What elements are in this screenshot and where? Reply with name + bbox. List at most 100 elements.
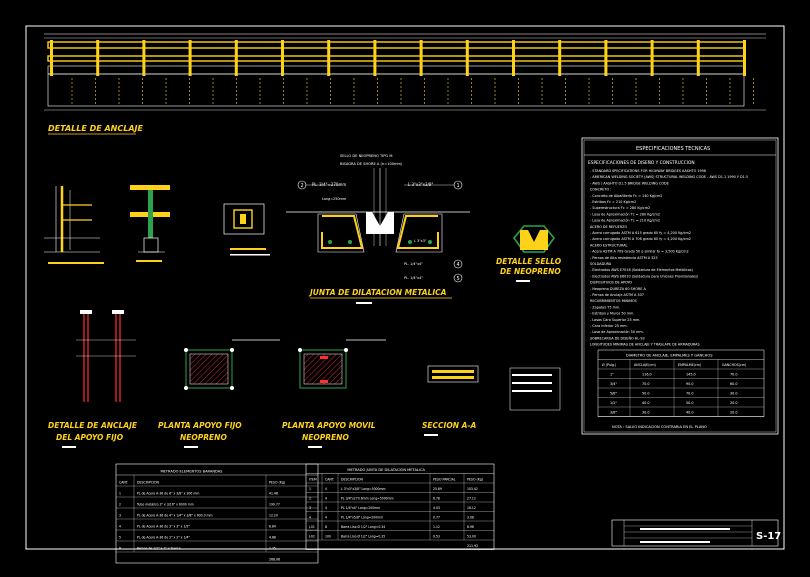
marker-4: 4 — [457, 262, 460, 268]
spec-line: LONGITUDES MINIMAS DE ANCLAJE Y TRASLAPE… — [590, 343, 700, 347]
spec-table-cell: 5/8" — [610, 392, 617, 396]
metrado2-cell: Barra Liso Ø 1/2" Long=0.34 — [341, 524, 385, 529]
metrado1-cell: 3 — [119, 514, 121, 518]
specs-header: ESPECIFICACIONES TECNICAS — [636, 146, 710, 152]
metrado1-cell: PL de Acero A-36 de 4" x 1/4" x 3/8" x 6… — [137, 514, 213, 518]
spec-table-cell: 40.0 — [642, 401, 650, 405]
sheet-number: S-17 — [756, 531, 781, 542]
spec-line: - Concreto de Albañilería f'c = 140 Kg/c… — [590, 194, 662, 198]
metrado2-header: DESCRIPCION — [341, 478, 363, 482]
railing-post — [96, 40, 100, 76]
spec-line: - Acero ASTM A 709 Grado 50 o similar fy… — [590, 250, 689, 254]
spec-line: - Cara Inferior 25 mm. — [590, 324, 628, 328]
railing-post — [281, 40, 284, 76]
metrado2-cell: 3.08 — [467, 516, 474, 520]
metrado1-cell: 1.25 — [269, 547, 276, 551]
metrado2-cell: 53.00 — [467, 535, 476, 539]
railing-post — [696, 40, 700, 76]
spec-line: ACERO ESTRUCTURAL — [590, 243, 628, 247]
spec-line: DISPOSITIVOS DE APOYO — [590, 281, 632, 285]
metrado1-cell: 1 — [119, 492, 121, 496]
metrado2-cell: 103.42 — [467, 487, 478, 491]
metrado1-cell: 41.48 — [269, 492, 278, 496]
spec-table-cell: 1" — [610, 373, 614, 377]
railing-post — [373, 40, 377, 76]
spec-line: - Estribos y Muros 50 mm. — [590, 312, 634, 316]
mobile-bearing-plan — [298, 339, 386, 389]
marker-2: 2 — [301, 183, 304, 189]
specs-note: NOTA : SALVO INDICACION CONTRARIA EN EL … — [612, 425, 707, 429]
spec-table-cell: 20.0 — [730, 401, 738, 405]
spec-line: CONCRETO : — [590, 188, 611, 192]
spec-table-cell: 70.0 — [642, 382, 650, 386]
spec-table-cell: 145.0 — [686, 373, 696, 377]
metrado2-cell: 4 — [325, 487, 327, 491]
metrado1-total: 268.06 — [269, 558, 280, 562]
spec-table-cell: 20.0 — [730, 411, 738, 415]
metrado2-cell: PL 1/4"x4" Long=200mm — [341, 506, 380, 510]
title-planta-fijo-2: NEOPRENO — [180, 433, 227, 442]
metrado2-cell: 27.12 — [467, 497, 476, 501]
junta-bisagra-label: BISAGRA DE SHORE A (h=100mm) — [340, 162, 403, 166]
title-seccion: SECCION A-A — [422, 421, 477, 430]
junta-ang2-label: L 3"x3" — [414, 239, 427, 243]
railing-post — [50, 40, 53, 76]
metrado2-cell: 4 — [325, 506, 327, 510]
railing-post — [604, 40, 608, 76]
spec-table-cell: 50.0 — [642, 392, 650, 396]
spec-line: - STANDARD SPECIFICATIONS FOR HIGHWAY BR… — [590, 169, 706, 173]
spec-line: - Neopreno DUREZA 60 SHORE A — [590, 287, 647, 291]
metrado-junta-table: METRADO JUNTA DE DILATACION METALICAITEM… — [305, 463, 495, 550]
metrado-barandas-table: METRADO ELEMENTOS BARANDASCANT.DESCRIPCI… — [115, 463, 319, 564]
metrado2-title: METRADO JUNTA DE DILATACION METALICA — [347, 468, 425, 472]
railing-post — [650, 40, 654, 76]
metrado2-cell: 6.78 — [433, 497, 440, 501]
spec-table-cell: 1/2" — [610, 401, 617, 405]
junta-ang3-label: PL. 1/4"x4" — [404, 262, 423, 266]
metrado2-cell: 2 — [309, 497, 311, 501]
spec-line: ACERO DE REFUERZO — [590, 225, 627, 229]
junta-ang4-label: PL. 1/4"x4" — [404, 276, 423, 280]
neoprene-seal-detail — [512, 225, 556, 253]
metrado2-cell: PL 3/4"x270.6mm Long=5000mm — [341, 497, 394, 501]
metrado1-cell: 4.68 — [269, 536, 276, 540]
title-anclaje-apoyo-1: DETALLE DE ANCLAJE — [48, 421, 138, 430]
spec-table-cell: 60.0 — [730, 382, 738, 386]
metrado2-cell: J-01 — [308, 525, 315, 529]
spec-line: - Losas Cara Superior 25 mm. — [590, 318, 640, 322]
spec-table-cell: 70.0 — [730, 373, 738, 377]
spec-table-cell: 50.0 — [686, 401, 694, 405]
railing-post — [558, 40, 562, 76]
metrado1-cell: 8.84 — [269, 525, 276, 529]
title-detalle-anclaje: DETALLE DE ANCLAJE — [48, 124, 143, 133]
metrado2-cell: 4 — [309, 516, 311, 520]
metrado2-cell: PL 1/4"x5/8" Long=200mm — [341, 516, 383, 520]
railing-post — [142, 40, 146, 76]
junta-ang1-label: L 3"x3"x3/8" — [408, 182, 433, 187]
title-planta-movil-1: PLANTA APOYO MOVIL — [282, 421, 376, 430]
junta-sello-label: SELLO DE NEOPRENO TIPO M — [340, 154, 392, 158]
metrado2-cell: L 3"x3"x3/8" Long=5000mm — [341, 487, 386, 491]
metrado1-cell: PL de Acero A-36 de 2" x 2" x 1/4" — [137, 536, 190, 540]
spec-line: - Estribos f'c = 210 Kg/cm2 — [590, 200, 636, 204]
specs-panel: ESPECIFICACIONES TECNICAS ESPECIFICACION… — [581, 137, 779, 435]
metrado2-cell: 8 — [325, 525, 327, 529]
metrado1-cell: Pernos de 1/2" x 1" x Tuerca — [137, 547, 181, 551]
spec-table-cell: 3/8" — [610, 411, 617, 415]
metrado1-header: CANT. — [119, 481, 128, 485]
spec-line: - Pernos de Alta resistencia ASTM A 325 — [590, 256, 658, 260]
post-anchor-detail — [130, 185, 170, 262]
metrado2-cell: 3 — [309, 506, 311, 510]
metrado2-cell: 4 — [325, 516, 327, 520]
spec-table-cell: 90.0 — [686, 382, 694, 386]
spec-table-header: Ø (Pulg.) — [602, 362, 616, 367]
railing-post — [512, 40, 515, 76]
spec-table-header: EMPALME(cm) — [678, 363, 701, 367]
railing-post — [743, 40, 746, 76]
metrado1-cell: 4 — [119, 525, 121, 529]
metrado2-cell: 25.89 — [433, 487, 442, 491]
spec-line: - Electrodos AWS E6010 (Soldadura para U… — [590, 274, 699, 278]
junta-pl1-len: Long=250mm — [322, 197, 347, 201]
spec-table-cell: 30.0 — [642, 411, 650, 415]
